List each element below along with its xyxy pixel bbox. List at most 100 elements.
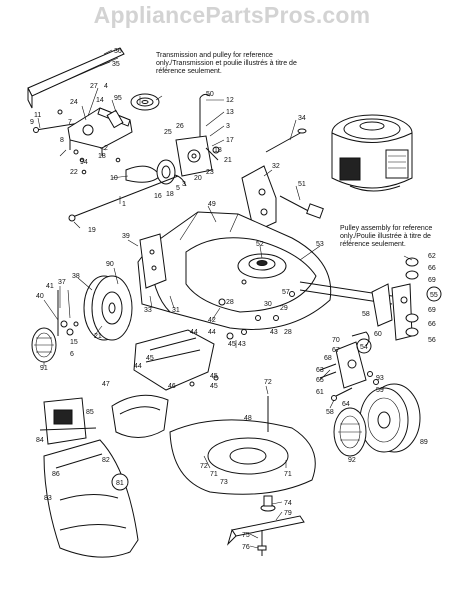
callout-1: 1 (122, 201, 126, 208)
drive-linkage (319, 331, 379, 401)
callout-84: 84 (36, 437, 44, 444)
callout-32: 32 (272, 163, 280, 170)
transmission-pulley (130, 93, 160, 111)
callout-69-b: 69 (428, 307, 436, 314)
callout-62: 62 (428, 253, 436, 260)
drive-wheel-tread (333, 407, 367, 457)
front-axle-rod (68, 175, 179, 222)
callout-95: 95 (114, 95, 122, 102)
rear-wheel (83, 275, 133, 341)
callout-leader-lines (37, 49, 413, 549)
rear-wheel-hardware (57, 290, 79, 336)
callout-14: 14 (96, 97, 104, 104)
callout-33: 33 (144, 307, 152, 314)
callout-4: 4 (104, 83, 108, 90)
transmission-assembly (67, 107, 133, 156)
callout-38: 38 (72, 273, 80, 280)
callout-35: 35 (112, 61, 120, 68)
callout-22: 22 (70, 169, 78, 176)
front-height-adjuster (299, 281, 413, 341)
callout-72-b: 72 (200, 463, 208, 470)
callout-59: 59 (376, 387, 384, 394)
callout-9: 9 (30, 119, 34, 126)
callout-26: 26 (176, 123, 184, 130)
callout-50: 50 (206, 91, 214, 98)
callout-24: 24 (70, 99, 78, 106)
callout-28-b: 28 (284, 329, 292, 336)
callout-75: 75 (242, 532, 250, 539)
callout-37: 37 (58, 279, 66, 286)
callout-17: 17 (226, 137, 234, 144)
callout-21: 21 (224, 157, 232, 164)
callout-36: 36 (114, 48, 122, 55)
callout-6: 6 (70, 351, 74, 358)
callout-63: 63 (316, 367, 324, 374)
transmission-reference-note: Transmission and pulley for reference on… (156, 52, 297, 75)
callout-15: 15 (70, 339, 78, 346)
callout-85: 85 (86, 409, 94, 416)
callout-64: 64 (342, 401, 350, 408)
callout-13: 13 (226, 109, 234, 116)
callout-25: 25 (164, 129, 172, 136)
watermark-text: AppliancePartsPros.com (93, 2, 371, 28)
callout-61: 61 (316, 389, 324, 396)
callout-41: 41 (46, 283, 54, 290)
callout-43-a: 43 (238, 341, 246, 348)
callout-66-a: 66 (428, 265, 436, 272)
callout-73: 73 (220, 479, 228, 486)
mulch-plug (111, 394, 169, 438)
callout-54: 54 (360, 344, 368, 351)
callout-10: 10 (110, 175, 118, 182)
callout-66-b: 66 (428, 321, 436, 328)
pulley-reference-note: Pulley assembly for reference only./Poul… (340, 225, 433, 248)
callout-67: 67 (332, 347, 340, 354)
deck-hardware (189, 279, 295, 387)
callout-51: 51 (298, 181, 306, 188)
callout-93: 93 (376, 375, 384, 382)
callout-60: 60 (374, 331, 382, 338)
callout-72-a: 72 (264, 379, 272, 386)
callout-7: 7 (68, 119, 72, 126)
height-adjuster-knob (405, 257, 419, 337)
callout-18-b: 18 (214, 147, 222, 154)
rear-flap-bar (27, 47, 125, 109)
callout-71-a: 71 (210, 471, 218, 478)
callout-82: 82 (102, 457, 110, 464)
callout-68: 68 (324, 355, 332, 362)
callout-71-b: 71 (284, 471, 292, 478)
mower-deck (137, 211, 332, 330)
callout-23: 23 (206, 169, 214, 176)
callout-76: 76 (242, 544, 250, 551)
callout-40: 40 (36, 293, 44, 300)
callout-39: 39 (122, 233, 130, 240)
callout-49: 49 (208, 201, 216, 208)
callout-69-a: 69 (428, 277, 436, 284)
callout-55-circle (426, 286, 442, 302)
callout-3-b: 3 (182, 181, 186, 188)
callout-42: 42 (208, 317, 216, 324)
callout-44-a: 44 (190, 329, 198, 336)
spark-plug-wire (265, 128, 307, 153)
callout-20: 20 (194, 175, 202, 182)
callout-58-b: 58 (326, 409, 334, 416)
callout-21-b: 21 (94, 333, 102, 340)
callout-79: 79 (284, 510, 292, 517)
callout-29: 29 (280, 305, 288, 312)
callout-94: 94 (80, 159, 88, 166)
callout-89: 89 (420, 439, 428, 446)
callout-57: 57 (282, 289, 290, 296)
callout-91: 91 (40, 365, 48, 372)
callout-45-d: 45 (210, 383, 218, 390)
discharge-chute (133, 329, 215, 391)
callout-70: 70 (332, 337, 340, 344)
deck-baffle (169, 396, 316, 495)
part-callouts: 36 35 9 11 27 24 4 14 95 50 12 13 3 17 7… (30, 48, 442, 551)
grass-catcher-bag (43, 439, 139, 558)
rear-height-bracket (139, 233, 167, 289)
callout-47: 47 (102, 381, 110, 388)
callout-83: 83 (44, 495, 52, 502)
callout-52: 52 (256, 241, 264, 248)
callout-45-a: 45 (146, 355, 154, 362)
callout-11: 11 (34, 112, 41, 119)
